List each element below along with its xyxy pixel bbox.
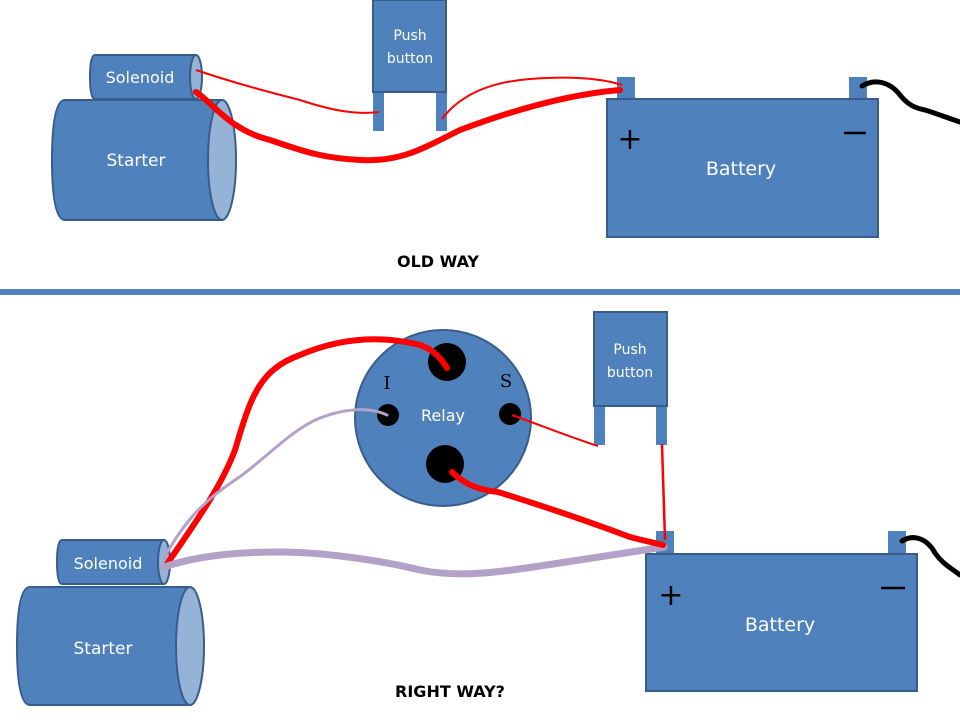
old-way-section: Starter Solenoid Push button + Battery	[50, 0, 960, 271]
battery-negative-terminal	[849, 77, 867, 99]
battery-positive-terminal	[617, 77, 635, 99]
wire-red-solenoid-to-relay-top	[162, 336, 450, 570]
push-button: Push button	[593, 311, 668, 445]
solenoid-label: Solenoid	[74, 554, 143, 573]
starter-label: Starter	[74, 639, 133, 659]
battery-negative-terminal	[888, 531, 906, 555]
wire-thin-button-to-battery	[441, 76, 623, 120]
wire-thin-solenoid-to-button	[195, 69, 380, 114]
wire-red-relay-s-to-button	[511, 414, 599, 447]
push-button: Push button	[372, 0, 447, 131]
section-divider	[0, 289, 960, 295]
old-way-caption: OLD WAY	[397, 252, 479, 271]
solenoid: Solenoid	[55, 539, 171, 585]
battery-label: Battery	[706, 158, 776, 180]
right-way-caption: RIGHT WAY?	[395, 682, 505, 701]
battery: + Battery	[606, 77, 879, 238]
right-way-section: Starter Solenoid I S Relay Push button	[15, 311, 960, 706]
battery-plus-sign: +	[617, 122, 642, 157]
solenoid: Solenoid	[88, 54, 203, 100]
relay-terminal-s	[499, 403, 521, 425]
push-button-label-line2: button	[387, 51, 433, 67]
solenoid-label: Solenoid	[106, 68, 175, 87]
relay-label: Relay	[421, 406, 465, 425]
push-button-label-line2: button	[607, 365, 653, 381]
battery-plus-sign: +	[658, 578, 683, 613]
starter-label: Starter	[107, 151, 166, 171]
wire-red-relay-bottom-to-battery	[449, 469, 666, 548]
wire-lavender-solenoid-to-relay-i	[162, 408, 389, 560]
wire-red-button-to-battery	[660, 443, 667, 541]
starter-motor: Starter	[15, 586, 205, 706]
wire-ground-black	[859, 79, 960, 125]
wire-thick-solenoid-to-battery	[193, 87, 623, 164]
wire-lavender-solenoid-to-battery	[160, 543, 668, 578]
relay-terminal-i-label: I	[383, 373, 390, 394]
battery: + Battery	[645, 531, 918, 692]
relay: I S Relay	[354, 329, 532, 507]
starter-motor: Starter	[50, 99, 237, 221]
wire-ground-black	[899, 535, 960, 578]
push-button-label-line1: Push	[613, 342, 646, 358]
relay-terminal-s-label: S	[500, 371, 512, 392]
push-button-label-line1: Push	[393, 28, 426, 44]
battery-label: Battery	[745, 614, 815, 636]
